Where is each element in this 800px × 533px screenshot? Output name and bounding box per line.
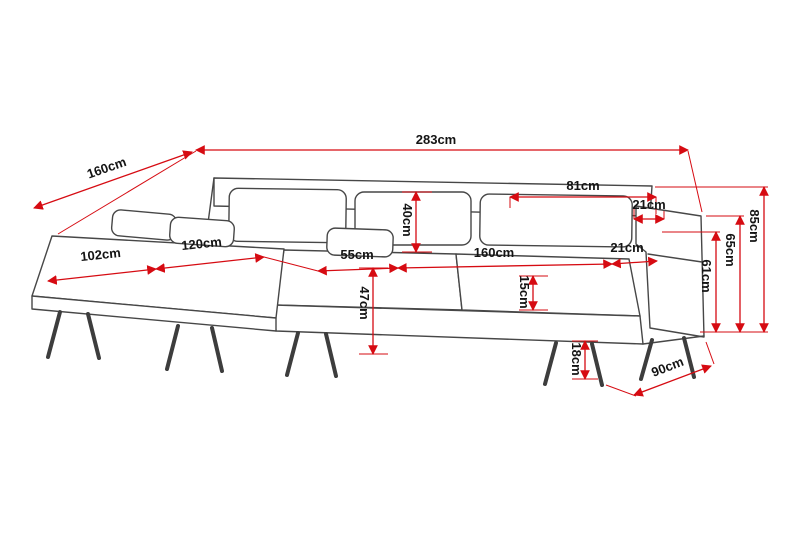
dimension-lines	[33, 145, 769, 397]
dim-label-back-cushion-height: 40cm	[400, 203, 415, 236]
chaise-base-front	[31, 295, 277, 332]
chaise-pillow-1	[110, 209, 178, 241]
dim-line-armrest-width	[611, 256, 658, 269]
dim-label-leg-height: 18cm	[569, 342, 584, 375]
dim-label-back-cushion-width: 81cm	[566, 178, 599, 193]
sofa-armrest-right	[635, 205, 705, 338]
sofa-leg	[46, 310, 62, 359]
dim-label-total-width: 283cm	[416, 132, 456, 147]
dim-label-seat-cushion-depth: 55cm	[340, 247, 373, 262]
ext-line-chain-connector	[263, 256, 319, 272]
dim-line-chaise-seat-depth	[155, 253, 265, 273]
dim-label-armrest-top-depth: 21cm	[632, 197, 665, 212]
ext-line-total-depth-left	[605, 384, 637, 397]
dim-label-total-height: 85cm	[747, 209, 762, 242]
sofa-armrest-inner-edge	[647, 253, 703, 263]
dim-label-seat-cushion-thickness: 15cm	[517, 275, 532, 308]
sofa-leg	[324, 332, 338, 378]
sofa-leg	[165, 324, 180, 371]
seat-pillow	[326, 227, 394, 258]
dim-label-seat-height: 47cm	[357, 286, 372, 319]
seat-cushion-2	[455, 253, 641, 317]
sofa-leg	[210, 326, 224, 373]
ext-line-total-depth-right	[705, 341, 715, 365]
dim-line-total-depth	[633, 364, 712, 397]
dim-line-chaise-length	[33, 150, 193, 210]
sofa-drawing	[31, 177, 705, 387]
dim-label-seat-back-height: 61cm	[699, 259, 714, 292]
dimension-labels: 283cm 160cm 81cm 21cm 85cm 65cm 61cm 40c…	[80, 132, 762, 380]
dim-line-chaise-width	[47, 265, 157, 285]
dim-label-seat-width: 160cm	[474, 245, 514, 260]
ext-line-total-width-right	[687, 150, 703, 213]
sofa-leg	[639, 338, 654, 381]
sofa-leg	[285, 331, 300, 377]
back-cushion-1	[228, 187, 347, 244]
dim-label-chaise-seat-depth: 120cm	[181, 234, 223, 253]
sofa-leg	[543, 341, 558, 386]
dim-label-total-depth: 90cm	[649, 354, 685, 380]
dim-label-chaise-width: 102cm	[80, 245, 122, 264]
dim-label-armrest-height: 65cm	[723, 233, 738, 266]
chaise-pillow-2	[169, 216, 235, 248]
dim-label-armrest-width: 21cm	[610, 240, 643, 255]
dim-line-seat-width	[397, 259, 613, 273]
sofa-leg	[682, 336, 696, 379]
sofa-leg	[590, 342, 604, 387]
sofa-leg	[86, 312, 101, 360]
